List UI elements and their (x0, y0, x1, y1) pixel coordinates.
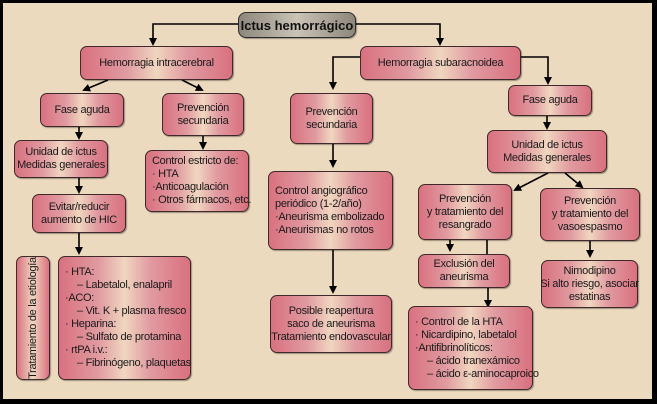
box-line: ·Aneurismas no rotos (275, 223, 374, 236)
link-sah-acute (521, 56, 552, 85)
box-line: y tratamiento del (426, 205, 504, 218)
link-sah-unit-vasospasm (564, 172, 584, 189)
box-line: Control angiográfico (275, 184, 368, 197)
box-line: saco de aneurisma (287, 317, 375, 330)
box-line: Prevención (563, 195, 617, 207)
box-line: aneurisma (439, 271, 489, 283)
box-sah-fase-aguda: Fase aguda (508, 85, 592, 116)
box-sah-control-hta: · Control de la HTA · Nicardipino, labet… (408, 306, 539, 390)
box-line: Tratamiento endovascular (271, 330, 391, 343)
box-line: Unidad de ictus (25, 146, 97, 158)
box-tratamiento-etiologia: Tratamiento de la etiología (16, 256, 50, 380)
box-label: Hemorragia subaracnoidea (377, 56, 504, 69)
box-line: periódico (1-2/año) (275, 197, 362, 210)
box-line: · Control de la HTA (415, 315, 503, 328)
box-sah-reapertura: Posible reapertura saco de aneurisma Tra… (270, 295, 392, 353)
box-ich-unidad-ictus: Unidad de ictus Medidas generales (14, 140, 108, 178)
box-line: – ácido tranexámico (427, 354, 520, 367)
box-ich-prevencion-secundaria: Prevención secundaria (162, 93, 244, 136)
box-line: – Vit. K + plasma fresco (77, 305, 187, 317)
box-line: – Sulfato de protamina (77, 331, 182, 343)
box-line: · rtPA i.v.: (65, 344, 108, 356)
box-sah-exclusion-aneurisma: Exclusión del aneurisma (418, 254, 510, 288)
box-ich-etiology-treatments: · HTA: – Labetalol, enalapril ·ACO: – Vi… (58, 256, 191, 380)
box-ich-evitar-reducir: Evitar/reducir aumento de HIC (32, 194, 126, 233)
box-line: aumento de HIC (41, 213, 117, 226)
box-sah-unidad-ictus: Unidad de ictus Medidas generales (487, 130, 607, 173)
box-line: Medidas generales (17, 159, 105, 171)
box-line: ·ACO: (65, 292, 95, 304)
box-line: Exclusión del (433, 258, 495, 270)
link-title-sah (354, 23, 444, 46)
box-ich-control-estricto: Control estricto de: · HTA ·Anticoagulac… (145, 150, 252, 212)
box-line: resangrado (438, 218, 492, 231)
box-sah-prevencion-resangrado: Prevención y tratamiento del resangrado (418, 184, 512, 240)
box-sah-nimodipino: Nimodipino Si alto riesgo, asociar estat… (540, 260, 639, 308)
box-line: · Heparina: (65, 318, 117, 330)
box-line: vasoespasmo (557, 221, 623, 233)
box-line: estatinas (568, 290, 611, 303)
box-line: · HTA (152, 168, 179, 180)
box-line: · Nicardipino, labetalol (415, 328, 517, 341)
box-line: Nimodipino (563, 264, 616, 277)
box-hemorragia-subaracnoidea: Hemorragia subaracnoidea (360, 46, 521, 80)
title-ictus-hemorragico: Ictus hemorrágico (238, 12, 356, 38)
box-line: Posible reapertura (288, 304, 374, 317)
box-line: ·Aneurisma embolizado (275, 210, 385, 223)
box-line: ·Anticoagulación (152, 181, 229, 193)
box-label: Fase aguda (522, 94, 578, 106)
link-title-ich (149, 23, 238, 46)
box-label: Fase aguda (54, 103, 110, 116)
box-line: Control estricto de: (152, 155, 239, 167)
box-line: Prevención (438, 192, 492, 205)
box-line: · HTA: (65, 266, 95, 278)
link-ich-acute (82, 79, 109, 92)
link-sah-unit-rebleed (513, 172, 549, 191)
box-label: Tratamiento de la etiología (27, 257, 39, 379)
box-line: · Otros fármacos, etc. (152, 194, 252, 206)
box-line: Prevención (305, 105, 358, 118)
box-line: Unidad de ictus (511, 138, 583, 151)
box-line: Medidas generales (503, 151, 591, 164)
box-line: Prevención (176, 101, 230, 114)
box-line: ·Antifibrinolíticos: (415, 341, 493, 354)
link-ich-secondary (181, 79, 204, 91)
link-sah-secondary (329, 56, 360, 90)
box-sah-control-angiografico: Control angiográfico periódico (1-2/año)… (268, 171, 393, 250)
box-sah-prevencion-vasoespasmo: Prevención y tratamiento del vasoespasmo (540, 188, 640, 241)
box-line: – ácido ε-aminocaproico (427, 367, 539, 380)
box-line: secundaria (177, 114, 229, 127)
box-line: – Labetalol, enalapril (77, 279, 172, 291)
box-ich-fase-aguda: Fase aguda (40, 93, 124, 127)
box-line: Evitar/reducir (48, 200, 110, 213)
box-line: Si alto riesgo, asociar (540, 277, 639, 290)
box-line: – Fibrinógeno, plaquetas (77, 357, 191, 369)
box-line: y tratamiento del (551, 208, 629, 220)
box-sah-prevencion-secundaria: Prevención secundaria (290, 93, 373, 144)
box-hemorragia-intracerebral: Hemorragia intracerebral (80, 46, 233, 80)
box-label: Hemorragia intracerebral (99, 56, 214, 69)
box-line: secundaria (306, 118, 357, 131)
